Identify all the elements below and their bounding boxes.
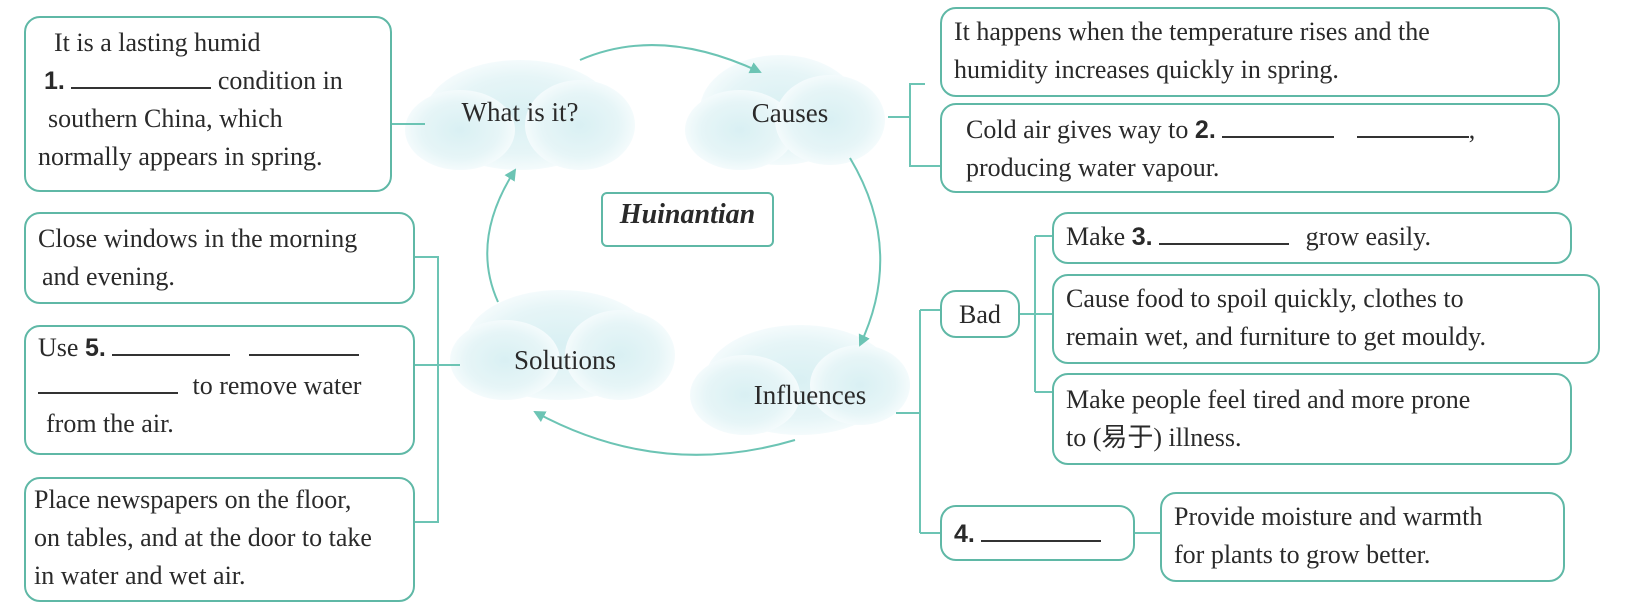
good-label-box: 4. xyxy=(940,505,1135,561)
bad-item-2-box: Cause food to spoil quickly, clothes to … xyxy=(1052,274,1600,364)
node-causes: Causes xyxy=(751,98,829,128)
what-line-3: southern China, which xyxy=(48,104,283,133)
solution-1-line-1: Close windows in the morning xyxy=(38,224,358,253)
cause-1-line-1: It happens when the temperature rises an… xyxy=(954,17,1430,46)
bad-2-line-1: Cause food to spoil quickly, clothes to xyxy=(1066,284,1464,313)
cause-2-line-1: Cold air gives way to 2. , xyxy=(954,111,1546,149)
solution-2-line-1: Use 5. xyxy=(38,329,401,367)
solution-2-line-2: to remove water xyxy=(38,367,401,405)
bad-label-box: Bad xyxy=(940,290,1020,338)
blank-2b[interactable] xyxy=(1356,116,1469,138)
blank-number-1: 1. xyxy=(44,67,65,95)
cause-1-line-2: humidity increases quickly in spring. xyxy=(954,55,1339,84)
blank-number-5: 5. xyxy=(84,334,106,362)
cause-box-1: It happens when the temperature rises an… xyxy=(940,7,1560,97)
blank-3[interactable] xyxy=(1159,223,1290,245)
cause-2-line-2: producing water vapour. xyxy=(966,153,1220,182)
bad-item-3-box: Make people feel tired and more prone to… xyxy=(1052,373,1572,465)
blank-5a[interactable] xyxy=(112,334,231,356)
connector-solutions xyxy=(415,256,460,523)
arrow-causes-to-influences xyxy=(849,157,882,347)
solution-box-3: Place newspapers on the floor, on tables… xyxy=(24,477,415,602)
arrow-solutions-to-what xyxy=(486,168,517,303)
good-line-1: Provide moisture and warmth xyxy=(1174,502,1483,531)
what-line-1: It is a lasting humid xyxy=(54,28,261,57)
blank-5b[interactable] xyxy=(248,334,359,356)
arrow-influences-to-solutions xyxy=(533,411,796,456)
cause-2-before: Cold air gives way to xyxy=(966,115,1189,144)
cause-box-2: Cold air gives way to 2. , producing wat… xyxy=(940,103,1560,193)
bad-3-line-2: to (易于) illness. xyxy=(1066,423,1242,452)
cloud-what xyxy=(405,60,635,170)
bad-1-after: grow easily. xyxy=(1305,222,1431,251)
cloud-solutions xyxy=(450,290,675,400)
cause-2-after: , xyxy=(1468,115,1476,144)
what-after-blank: condition in xyxy=(217,66,343,95)
what-line-2: 1. condition in xyxy=(38,62,378,100)
connector-causes xyxy=(888,83,940,167)
cloud-influences xyxy=(690,325,910,435)
solution-3-line-1: Place newspapers on the floor, xyxy=(34,485,352,514)
blank-4[interactable] xyxy=(981,520,1102,542)
solution-3-line-3: in water and wet air. xyxy=(34,561,246,590)
blank-number-2: 2. xyxy=(1194,116,1216,144)
node-solutions: Solutions xyxy=(513,345,617,375)
solution-box-1: Close windows in the morning and evening… xyxy=(24,212,415,304)
blank-number-4: 4. xyxy=(954,520,975,548)
bad-item-1-box: Make 3. grow easily. xyxy=(1052,212,1572,264)
blank-5c[interactable] xyxy=(38,372,178,394)
center-title: Huinantian xyxy=(619,199,756,230)
connector-bad xyxy=(1020,235,1052,393)
blank-1[interactable] xyxy=(71,67,212,89)
node-influences: Influences xyxy=(753,380,867,410)
bad-2-line-2: remain wet, and furniture to get mouldy. xyxy=(1066,322,1486,351)
bad-label: Bad xyxy=(959,300,1001,329)
arrow-what-to-causes xyxy=(579,44,762,74)
what-is-it-box: It is a lasting humid 1. condition in so… xyxy=(24,16,392,192)
bad-1-before: Make xyxy=(1066,222,1126,251)
good-line-2: for plants to grow better. xyxy=(1174,540,1431,569)
solution-1-line-2: and evening. xyxy=(42,262,175,291)
bad-3-line-1: Make people feel tired and more prone xyxy=(1066,385,1471,414)
node-what-is-it: What is it? xyxy=(461,97,579,127)
solution-box-2: Use 5. to remove water from the air. xyxy=(24,325,415,455)
center-title-box: Huinantian xyxy=(601,192,774,247)
cloud-causes xyxy=(685,55,885,170)
blank-number-3: 3. xyxy=(1131,223,1153,251)
good-item-box: Provide moisture and warmth for plants t… xyxy=(1160,492,1565,582)
solution-2-before: Use xyxy=(38,333,79,362)
solution-2-line-4: from the air. xyxy=(46,409,174,438)
solution-2-line-3: to remove water xyxy=(192,371,362,400)
solution-3-line-2: on tables, and at the door to take xyxy=(34,523,372,552)
blank-2a[interactable] xyxy=(1222,116,1335,138)
connector-influences xyxy=(896,309,940,534)
what-line-4: normally appears in spring. xyxy=(38,142,323,171)
